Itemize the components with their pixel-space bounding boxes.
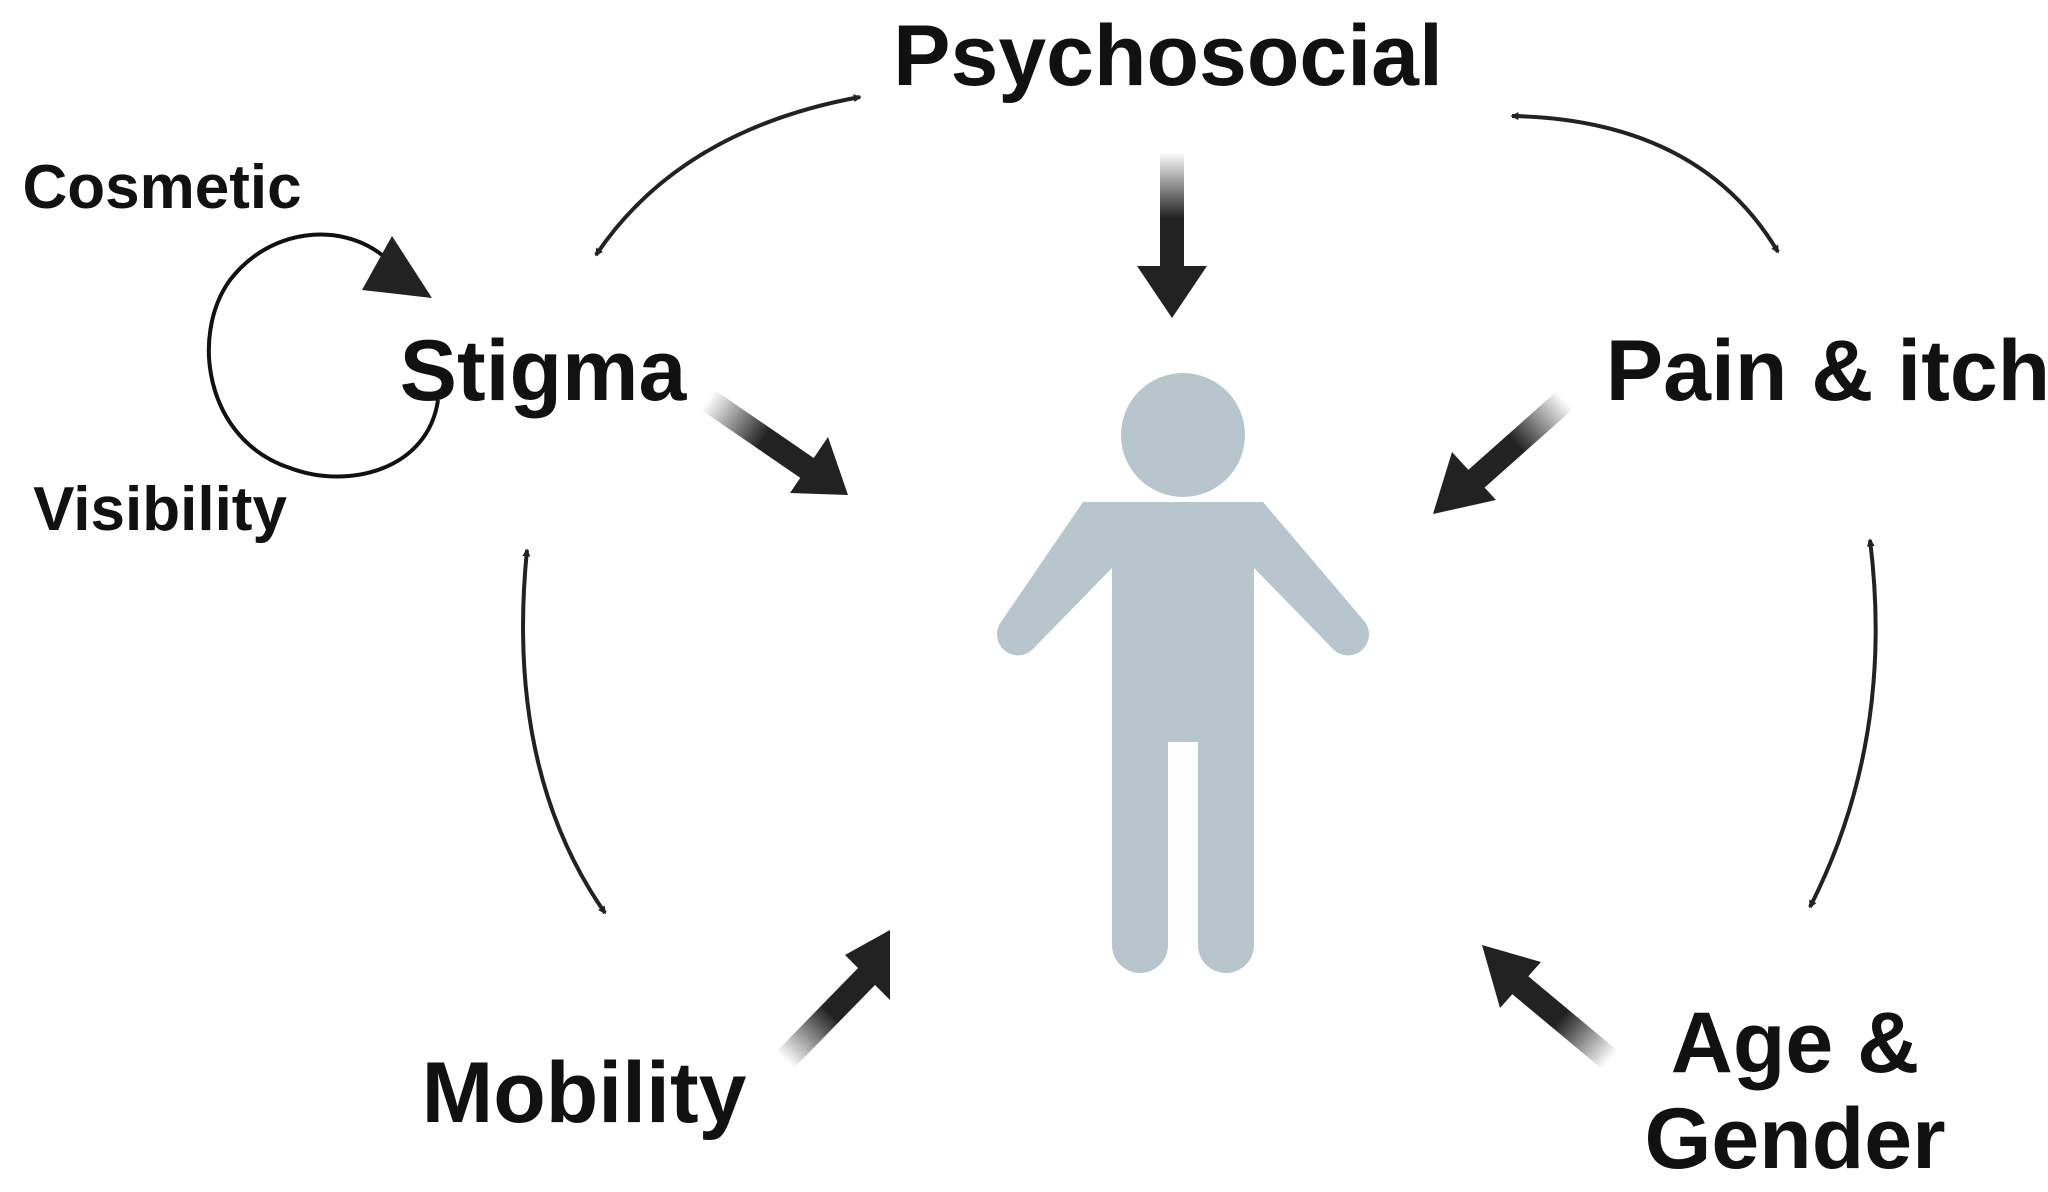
label-psychosocial: Psychosocial [893, 8, 1443, 104]
label-stigma: Stigma [400, 323, 688, 419]
double-arrow-psychosocial-pain [1510, 112, 1780, 254]
label-mobility: Mobility [422, 1045, 747, 1141]
thick-arrow-age-gender [1482, 945, 1618, 1070]
label-pain-itch: Pain & itch [1606, 323, 2048, 419]
thick-arrow-mobility [776, 930, 890, 1069]
label-cosmetic: Cosmetic [22, 153, 301, 222]
label-visibility: Visibility [33, 475, 287, 544]
loop-arrow-cosmetic-visibility [206, 232, 440, 479]
loop-arrowhead-icon [362, 236, 432, 298]
double-arrow-pain-age [1808, 538, 1878, 909]
label-age-gender-line2: Gender [1644, 1091, 1945, 1187]
double-arrow-stigma-psychosocial [594, 94, 862, 257]
thick-arrow-psychosocial [1137, 152, 1207, 318]
person-icon [996, 373, 1370, 973]
thick-arrow-pain-itch [1433, 391, 1573, 514]
label-age-gender-line1: Age & [1671, 995, 1919, 1091]
thick-arrow-stigma [701, 390, 848, 495]
double-arrow-stigma-mobility [521, 548, 607, 915]
